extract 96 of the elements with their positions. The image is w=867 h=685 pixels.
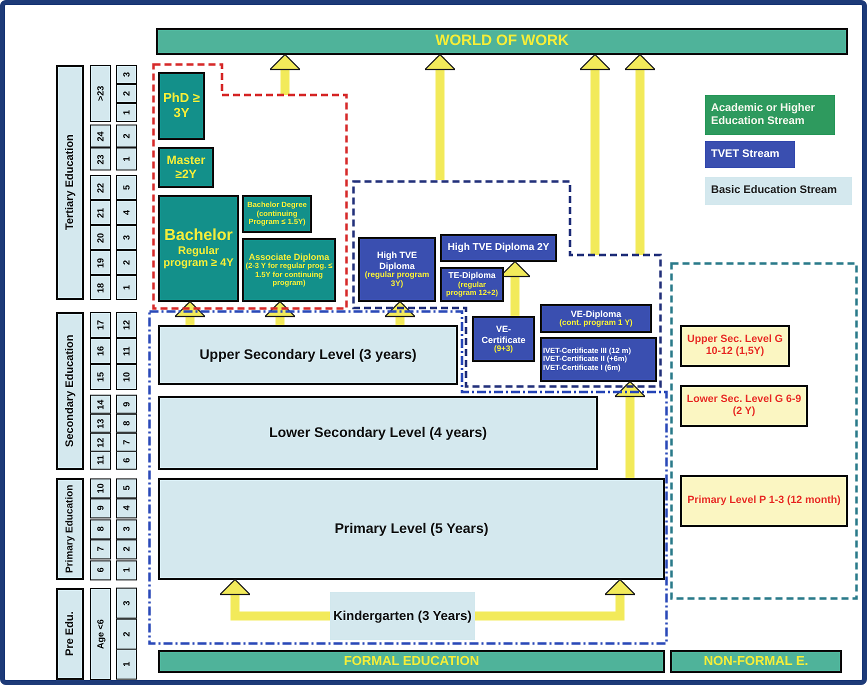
grade-cell: 10 <box>116 364 137 390</box>
legend-text: Academic or Higher Education Stream <box>711 102 816 128</box>
stage-label: Secondary Education <box>56 312 84 470</box>
program-name: VE-Diploma <box>570 308 622 319</box>
grade-cell: 1 <box>116 560 137 580</box>
block-arrow <box>384 300 416 325</box>
grade-cell: 2 <box>116 539 137 560</box>
level-box: Primary Level P 1-3 (12 month) <box>680 475 848 527</box>
grade-cell: 3 <box>116 518 137 540</box>
program-box <box>540 337 657 382</box>
dashed-region <box>670 262 858 600</box>
grade-cell: 20 <box>90 225 111 250</box>
grade-cell: 6 <box>116 451 137 470</box>
grade-cell: 2 <box>116 84 137 103</box>
grade-cell: 21 <box>90 200 111 225</box>
section-banner: WORLD OF WORK <box>156 28 848 55</box>
grade-cell: Age <6 <box>90 588 111 680</box>
grade-cell: 17 <box>90 312 111 338</box>
level-box: Upper Sec. Level G 10-12 (1,5Y) <box>680 325 790 367</box>
block-arrow <box>624 54 656 255</box>
program-name: Bachelor <box>164 227 233 246</box>
grade-cell: 18 <box>90 275 111 300</box>
legend-text: TVET Stream <box>711 148 780 162</box>
program-name: Associate Diploma <box>248 252 330 262</box>
grade-cell: 14 <box>90 395 111 414</box>
grade-cell: 8 <box>116 414 137 432</box>
grade-cell: 1 <box>116 103 137 122</box>
block-arrow <box>579 54 611 255</box>
grade-cell: 22 <box>90 175 111 200</box>
grade-cell: 7 <box>116 432 137 452</box>
program-box <box>242 238 336 302</box>
grade-cell: 9 <box>90 498 111 519</box>
grade-cell: 2 <box>116 125 137 148</box>
block-arrow <box>614 380 646 478</box>
program-detail: (9+3) <box>494 344 513 354</box>
stage-label: Primary Education <box>56 478 84 580</box>
program-detail: (regular program 3Y) <box>364 270 430 289</box>
level-box: Lower Secondary Level (4 years) <box>158 396 598 470</box>
block-arrow <box>269 54 301 95</box>
grade-cell: 19 <box>90 250 111 275</box>
grade-cell: 4 <box>116 200 137 225</box>
grade-cell: 16 <box>90 338 111 364</box>
block-arrow <box>424 54 456 180</box>
grade-cell: 1 <box>116 148 137 170</box>
grade-cell: 6 <box>90 560 111 580</box>
block-arrow <box>219 578 330 620</box>
grade-cell: 2 <box>116 618 137 650</box>
level-box: Primary Level (5 Years) <box>158 478 665 580</box>
grade-cell: >23 <box>90 65 111 122</box>
dashed-region <box>148 310 668 645</box>
grade-cell: 24 <box>90 125 111 148</box>
section-banner: FORMAL EDUCATION <box>158 650 665 673</box>
grade-cell: 11 <box>116 338 137 364</box>
grade-cell: 11 <box>90 451 111 470</box>
block-arrow <box>475 578 636 620</box>
dashed-region <box>152 63 348 310</box>
program-box: High TVE Diploma 2Y <box>440 234 557 262</box>
grade-cell: 9 <box>116 395 137 414</box>
program-detail: Regular program ≥ 4Y <box>162 245 235 270</box>
program-box <box>358 237 436 302</box>
program-name: High TVE Diploma <box>376 250 418 271</box>
grade-cell: 7 <box>90 539 111 560</box>
grade-cell: 1 <box>116 275 137 300</box>
grade-cell: 12 <box>90 432 111 452</box>
grade-cell: 4 <box>116 498 137 519</box>
program-name: VE-Certificate <box>480 324 526 345</box>
grade-cell: 3 <box>116 588 137 619</box>
grade-cell: 13 <box>90 414 111 432</box>
program-box <box>540 304 652 333</box>
stage-label: Tertiary Education <box>56 65 84 300</box>
grade-cell: 23 <box>90 148 111 170</box>
stage-label: Pre Edu. <box>56 588 84 680</box>
level-box: Kindergarten (3 Years) <box>330 592 475 640</box>
program-box: PhD ≥ 3Y <box>158 72 205 140</box>
grade-cell: 8 <box>90 518 111 540</box>
grade-cell: 3 <box>116 65 137 84</box>
grade-cell: 2 <box>116 250 137 275</box>
grade-cell: 12 <box>116 312 137 338</box>
grade-cell: 3 <box>116 225 137 250</box>
program-detail: (cont. program 1 Y) <box>559 319 633 328</box>
block-arrow <box>174 300 206 325</box>
grade-cell: 15 <box>90 364 111 390</box>
grade-cell: 1 <box>116 649 137 680</box>
block-arrow <box>264 300 296 325</box>
section-banner: NON-FORMAL E. <box>670 650 842 673</box>
program-name: TE-Diploma <box>448 271 496 281</box>
program-box: Master ≥2Y <box>158 147 214 188</box>
grade-cell: 5 <box>116 175 137 200</box>
program-box <box>158 195 239 302</box>
level-box: Upper Secondary Level (3 years) <box>158 325 458 385</box>
grade-cell: 10 <box>90 478 111 498</box>
program-box <box>440 267 504 302</box>
level-box: Lower Sec. Level G 6-9 (2 Y) <box>680 385 808 427</box>
program-box <box>472 316 535 362</box>
legend-text: Basic Education Stream <box>711 184 837 198</box>
grade-cell: 5 <box>116 478 137 498</box>
